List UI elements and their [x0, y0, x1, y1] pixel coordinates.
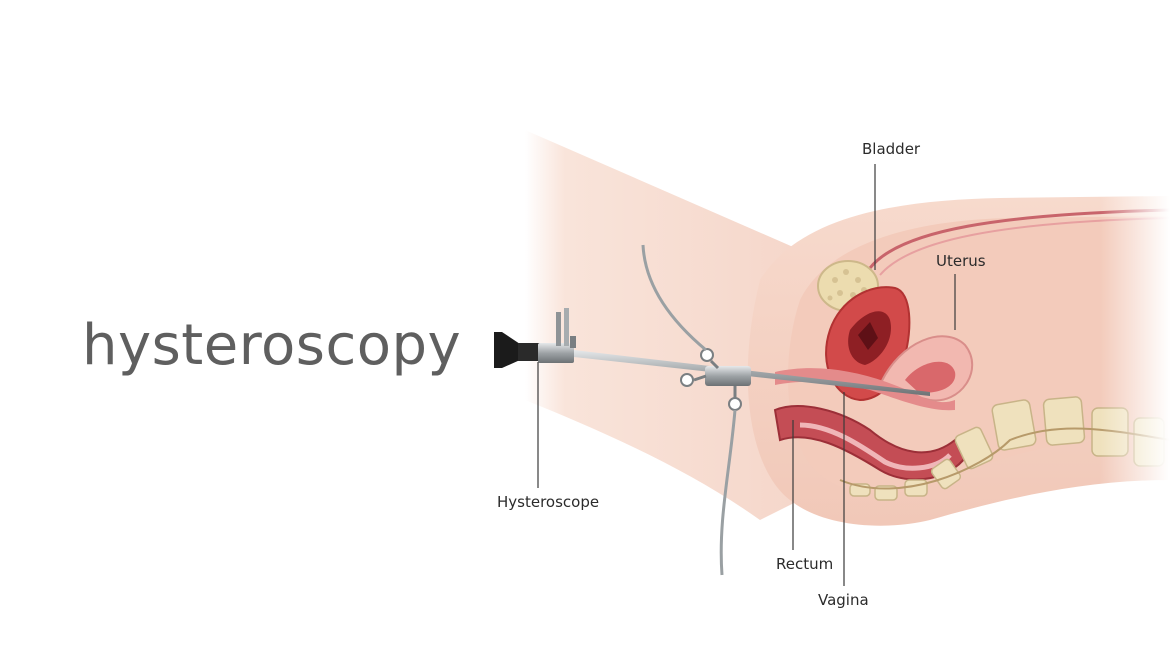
label-hysteroscope: Hysteroscope	[497, 493, 600, 511]
label-bladder: Bladder	[862, 140, 921, 158]
outflow-tube	[719, 409, 737, 576]
hysteroscope-instrument	[494, 244, 930, 576]
vaginal-canal	[775, 368, 955, 411]
label-rectum: Rectum	[776, 555, 834, 573]
label-vagina: Vagina	[818, 591, 869, 609]
label-uterus: Uterus	[936, 252, 986, 270]
page-title: hysteroscopy	[82, 313, 462, 378]
inflow-tube	[641, 244, 707, 352]
